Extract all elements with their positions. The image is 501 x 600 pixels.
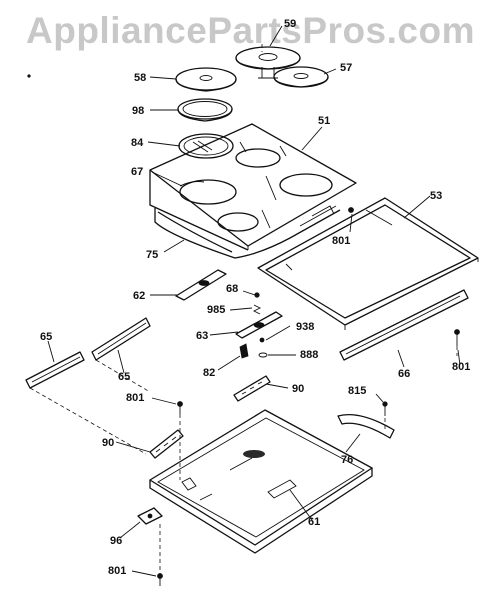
callout-82: 82 bbox=[203, 367, 215, 379]
callout-801-upper: 801 bbox=[332, 235, 350, 247]
screw-815 bbox=[382, 401, 388, 416]
callout-57: 57 bbox=[340, 62, 352, 74]
screw-938 bbox=[259, 337, 265, 343]
callout-68: 68 bbox=[226, 283, 238, 295]
watermark: AppliancePartsPros.com bbox=[26, 10, 475, 51]
screw-801-middle bbox=[177, 401, 183, 414]
screw-801-right bbox=[454, 329, 460, 346]
trim-frame-53 bbox=[257, 197, 479, 330]
callout-815: 815 bbox=[348, 385, 366, 397]
cooktop-glass-51 bbox=[149, 123, 357, 251]
trim-strip-65-left bbox=[25, 351, 85, 389]
surface-unit-58 bbox=[175, 67, 237, 92]
callout-51: 51 bbox=[318, 115, 330, 127]
callout-61: 61 bbox=[308, 516, 320, 528]
leader-lines bbox=[47, 25, 461, 577]
washer-888 bbox=[258, 352, 268, 358]
callout-96: 96 bbox=[110, 535, 122, 547]
callout-65-left: 65 bbox=[40, 331, 52, 343]
drip-bowl-98 bbox=[177, 98, 233, 122]
callout-90-upper: 90 bbox=[292, 383, 304, 395]
callout-62: 62 bbox=[133, 290, 145, 302]
bracket-96 bbox=[137, 507, 163, 525]
callout-75: 75 bbox=[146, 249, 158, 261]
support-bar-90-lower bbox=[149, 429, 184, 459]
screw-68 bbox=[254, 292, 260, 298]
callout-65-center: 65 bbox=[118, 371, 130, 383]
callout-938: 938 bbox=[296, 321, 314, 333]
drip-pan-57 bbox=[273, 66, 329, 88]
callout-90-lower: 90 bbox=[102, 437, 114, 449]
callout-84: 84 bbox=[131, 137, 144, 149]
callout-98: 98 bbox=[132, 105, 144, 117]
callout-67: 67 bbox=[131, 166, 143, 178]
surface-unit-59 bbox=[235, 46, 301, 79]
trim-strip-65-center bbox=[91, 317, 151, 361]
callout-66: 66 bbox=[398, 368, 410, 380]
callout-801-bottom: 801 bbox=[108, 565, 126, 577]
callout-985: 985 bbox=[207, 304, 225, 316]
shield-76 bbox=[337, 413, 395, 439]
nut-82 bbox=[239, 343, 249, 359]
screw-801-upper bbox=[348, 207, 354, 213]
callout-63: 63 bbox=[196, 330, 208, 342]
callout-801-middle: 801 bbox=[126, 392, 144, 404]
bracket-62 bbox=[175, 263, 293, 301]
callout-888: 888 bbox=[300, 349, 318, 361]
callout-59: 59 bbox=[284, 18, 296, 30]
stray-dot bbox=[27, 74, 31, 78]
spring-985 bbox=[252, 304, 262, 315]
trim-ring-84 bbox=[178, 133, 234, 159]
callout-801-right: 801 bbox=[452, 361, 470, 373]
screw-801-bottom bbox=[157, 573, 163, 586]
bottom-pan-61 bbox=[149, 409, 373, 554]
callout-53: 53 bbox=[430, 190, 442, 202]
callout-58: 58 bbox=[134, 72, 146, 84]
callout-labels: 58 59 57 98 84 51 67 53 801 75 62 68 985… bbox=[40, 18, 470, 577]
bracket-63 bbox=[235, 311, 283, 339]
support-bar-90-upper bbox=[233, 375, 271, 402]
trim-strip-66 bbox=[339, 289, 469, 361]
alignment-lines bbox=[29, 44, 458, 574]
burner-box-75 bbox=[154, 205, 341, 259]
callout-76: 76 bbox=[341, 454, 353, 466]
